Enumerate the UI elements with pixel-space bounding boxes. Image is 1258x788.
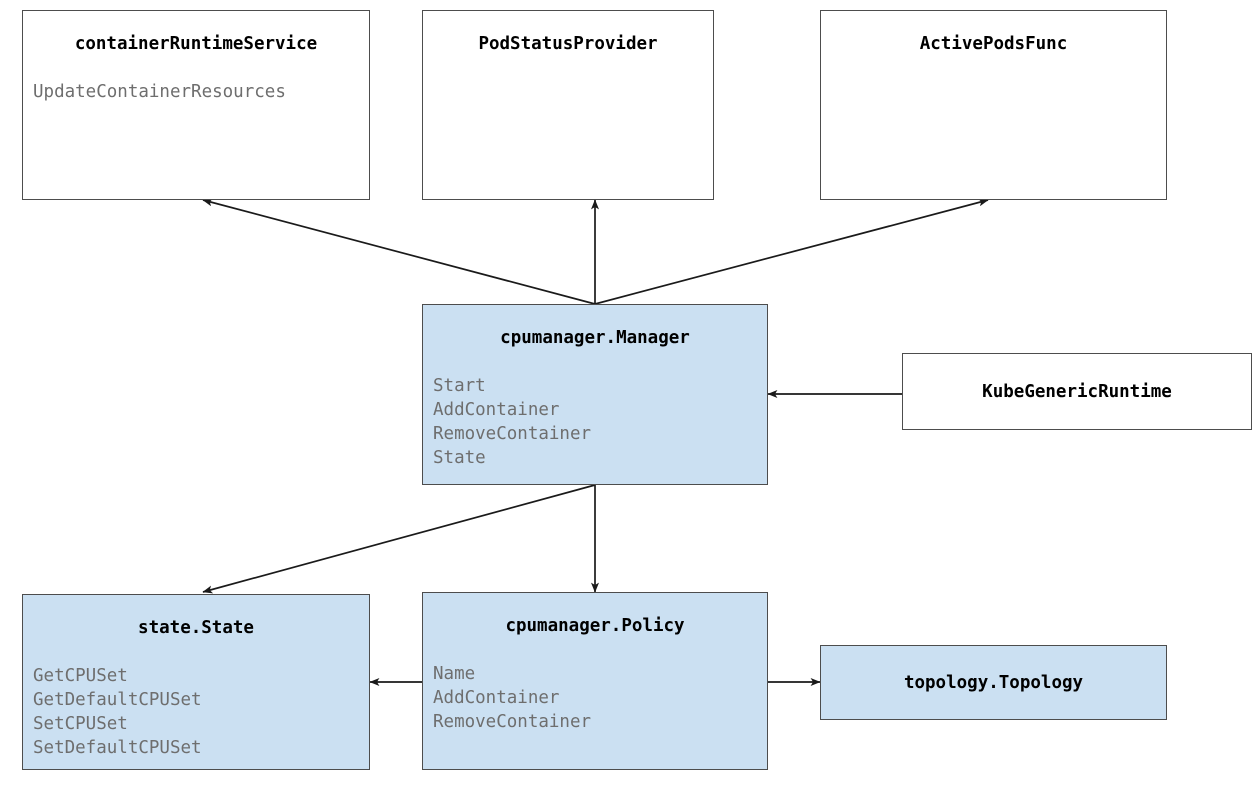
node-method-item: RemoveContainer	[433, 424, 592, 444]
node-title: PodStatusProvider	[478, 34, 658, 54]
node-podStatusProvider[interactable]: PodStatusProvider	[422, 10, 714, 200]
node-method-item: AddContainer	[433, 400, 560, 420]
node-method-item: UpdateContainerResources	[33, 82, 286, 102]
node-method-item: Name	[433, 664, 476, 684]
node-title: ActivePodsFunc	[919, 34, 1068, 54]
node-title: KubeGenericRuntime	[982, 382, 1172, 402]
node-kubeGenericRuntime[interactable]: KubeGenericRuntime	[902, 353, 1252, 430]
edge-manager-to-stateState	[202, 484, 596, 594]
node-activePodsFunc[interactable]: ActivePodsFunc	[820, 10, 1167, 200]
node-method-item: GetCPUSet	[33, 666, 128, 686]
node-method-item: AddContainer	[433, 688, 560, 708]
node-method-item: SetCPUSet	[33, 714, 128, 734]
node-title: state.State	[138, 618, 254, 638]
edge-manager-to-activePodsFunc	[594, 198, 989, 305]
node-title: cpumanager.Manager	[500, 328, 690, 348]
edge-manager-to-containerRuntimeService	[202, 198, 596, 305]
node-title: containerRuntimeService	[74, 34, 318, 54]
node-topologyTopology[interactable]: topology.Topology	[820, 645, 1167, 720]
node-method-list: UpdateContainerResources	[33, 80, 369, 104]
node-method-item: RemoveContainer	[433, 712, 592, 732]
node-title: topology.Topology	[903, 673, 1084, 693]
node-method-item: State	[433, 448, 486, 468]
node-method-item: GetDefaultCPUSet	[33, 690, 202, 710]
node-method-item: SetDefaultCPUSet	[33, 738, 202, 758]
node-method-item: Start	[433, 376, 486, 396]
node-title: cpumanager.Policy	[505, 616, 685, 636]
